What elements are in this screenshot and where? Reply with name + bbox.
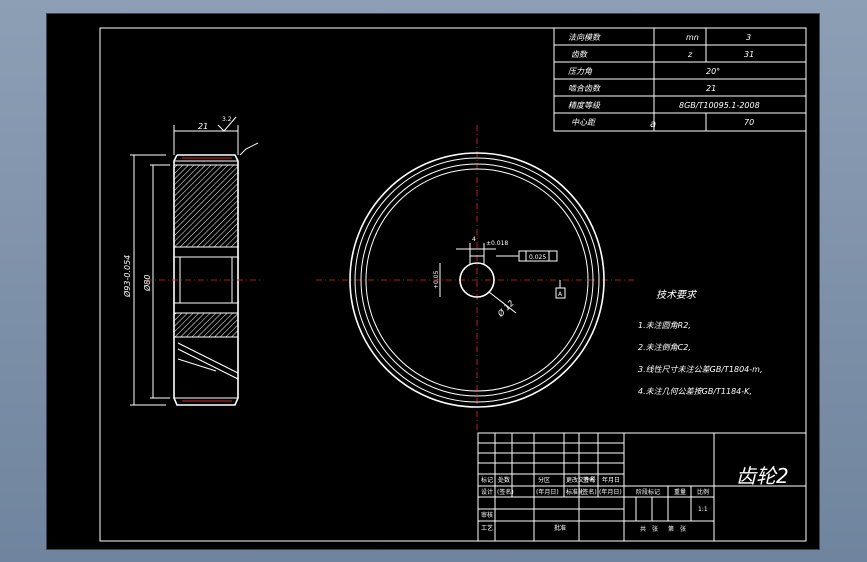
tb-approve: 批准 (554, 524, 566, 532)
param-label-accuracy: 精度等级 (568, 101, 601, 110)
dim-keyway-tolerance: ±0.018 (486, 240, 508, 247)
param-label-center-distance: 中心距 (571, 118, 597, 127)
tb-sheets-1: 张 (652, 525, 658, 533)
tb-header-sign: 签名 (583, 476, 595, 484)
param-symbol-teeth: z (687, 50, 693, 59)
gdt-value: 0.025 (529, 254, 546, 261)
tb-weight: 重量 (674, 488, 686, 496)
roughness-top: 3.2 (222, 116, 232, 123)
tech-requirements: 技术要求 1.未注圆角R2, 2.未注倒角C2, 3.线性尺寸未注公差GB/T1… (638, 289, 762, 396)
param-value-mesh-teeth: 21 (706, 84, 716, 93)
tb-header-date: 年月日 (602, 476, 620, 484)
tech-req-item-3: 3.线性尺寸未注公差GB/T1804-m, (638, 365, 762, 374)
param-value-accuracy: 8GB/T10095.1-2008 (679, 101, 760, 110)
tb-standard-sign: (签名) (580, 488, 597, 496)
param-label-module: 法向模数 (568, 33, 601, 42)
param-table: 法向模数 齿数 压力角 啮合齿数 精度等级 中心距 mn z a 3 31 20… (553, 27, 807, 132)
tb-standard: 标准化 (566, 488, 584, 496)
param-label-mesh-teeth: 啮合齿数 (568, 84, 601, 93)
gear-outer-circle (349, 152, 605, 408)
tb-scale-value: 1:1 (698, 506, 708, 513)
tb-design-sign: (签名) (497, 488, 514, 496)
param-value-module: 3 (746, 33, 751, 42)
tb-total: 共 (640, 525, 646, 533)
gear-section-view: 21 3.2 Ø93 (122, 116, 261, 406)
param-value-center-distance: 70 (744, 118, 754, 127)
tb-header-change-doc: 更改文件号 (566, 476, 596, 484)
tech-req-title: 技术要求 (656, 289, 698, 301)
param-label-teeth: 齿数 (571, 50, 588, 59)
param-value-teeth: 31 (744, 50, 754, 59)
drawing-canvas: 法向模数 齿数 压力角 啮合齿数 精度等级 中心距 mn z a 3 31 20… (99, 27, 807, 542)
gear-front-view: ±0.018 4 0.025 +0.05 Ø 12 A (316, 125, 636, 433)
tb-sheets-2: 张 (680, 525, 686, 533)
tb-header-zone: 分区 (538, 476, 550, 484)
tb-design-date: (年月日) (536, 488, 559, 496)
tb-sheet-no: 第 (668, 525, 674, 533)
dim-shaft-diameter: Ø 12 (495, 298, 516, 319)
tb-standard-date: (年月日) (599, 488, 622, 496)
param-value-pressure-angle: 20° (706, 67, 720, 76)
tb-header-mark: 标记 (481, 476, 493, 484)
tech-req-item-1: 1.未注圆角R2, (638, 321, 691, 330)
dim-outer-diameter: Ø93-0.054 (122, 255, 132, 298)
datum-label: A (558, 291, 563, 298)
tb-review: 审核 (481, 511, 493, 519)
tb-craft: 工艺 (481, 524, 493, 532)
param-label-pressure-angle: 压力角 (568, 67, 593, 76)
tech-req-item-2: 2.未注倒角C2, (638, 343, 691, 352)
dim-hub-tolerance: +0.05 (433, 270, 440, 289)
param-symbol-module: mn (686, 33, 699, 42)
shaft-bore-circle (459, 262, 495, 298)
title-block: 标记 处数 分区 更改文件号 签名 年月日 设计 (签名) (年月日) 标准化 … (477, 432, 807, 542)
tb-scale: 比例 (697, 488, 709, 496)
sheet-border (99, 27, 807, 542)
drawing-title: 齿轮2 (736, 464, 789, 488)
dim-face-width: 21 (198, 122, 208, 131)
tb-header-count: 处数 (498, 476, 510, 484)
tb-stage-mark: 阶段标记 (636, 488, 660, 496)
param-symbol-center: a (650, 119, 656, 130)
cad-viewport[interactable]: 法向模数 齿数 压力角 啮合齿数 精度等级 中心距 mn z a 3 31 20… (46, 13, 820, 550)
dim-bore-diameter: Ø80 (142, 275, 152, 292)
tb-design: 设计 (481, 488, 493, 496)
tech-req-item-4: 4.未注几何公差按GB/T1184-K, (638, 387, 752, 396)
dim-keyway-width: 4 (472, 236, 476, 243)
